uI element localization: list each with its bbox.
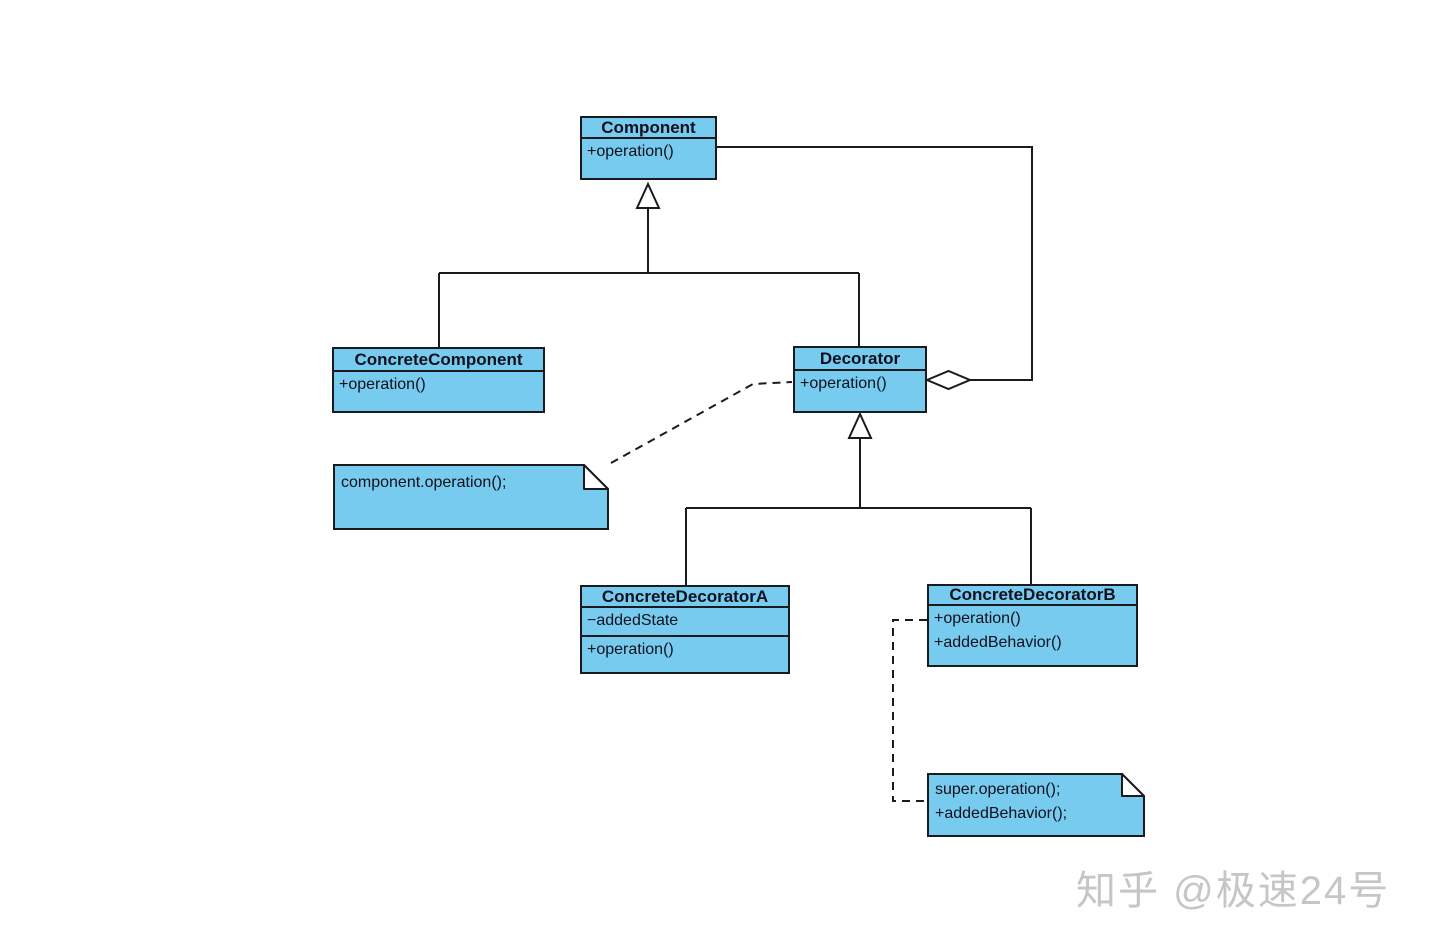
note-link-super-operation	[892, 619, 927, 802]
class-decorator-methods: +operation()	[795, 371, 925, 396]
class-concrete-decorator-a-attrs: −addedState	[582, 608, 788, 637]
note-link-component-operation	[610, 381, 793, 464]
class-decorator: Decorator +operation()	[793, 346, 927, 413]
inheritance-arrow-decorator	[847, 411, 873, 439]
class-component-methods: +operation()	[582, 139, 715, 164]
method-label: +operation()	[587, 143, 674, 160]
method-label: +operation()	[339, 376, 426, 393]
note-component-operation: component.operation();	[333, 464, 609, 530]
note-line: +addedBehavior();	[935, 805, 1068, 822]
inheritance-lines-to-decorator	[685, 438, 1032, 585]
note-body	[333, 464, 609, 530]
method-label: +addedBehavior()	[934, 634, 1062, 651]
attribute-label: −addedState	[587, 612, 679, 629]
inheritance-lines-to-component	[438, 208, 860, 347]
class-concrete-decorator-a-methods: +operation()	[582, 637, 788, 662]
method-label: +operation()	[800, 375, 887, 392]
method-label: +operation()	[587, 641, 674, 658]
class-component-name: Component	[582, 118, 715, 139]
class-decorator-name: Decorator	[795, 348, 925, 371]
aggregation-line	[717, 146, 1033, 381]
note-text: super.operation(); +addedBehavior();	[935, 778, 1119, 826]
class-concrete-decorator-a-name: ConcreteDecoratorA	[582, 587, 788, 608]
aggregation-diamond	[924, 369, 973, 391]
class-concrete-decorator-b-name: ConcreteDecoratorB	[929, 586, 1136, 606]
method-label: +operation()	[934, 610, 1021, 627]
class-component: Component +operation()	[580, 116, 717, 180]
class-concrete-component-name: ConcreteComponent	[334, 349, 543, 372]
note-shape	[333, 464, 609, 530]
note-line: super.operation();	[935, 781, 1061, 798]
watermark: 知乎 @极速24号	[1076, 869, 1391, 913]
note-line: component.operation();	[341, 474, 507, 491]
note-super-operation: super.operation(); +addedBehavior();	[927, 773, 1145, 837]
class-concrete-decorator-a: ConcreteDecoratorA −addedState +operatio…	[580, 585, 790, 674]
note-body	[927, 773, 1145, 837]
note-fold-corner	[1121, 773, 1145, 797]
inheritance-arrow-component	[635, 181, 661, 209]
note-shape	[927, 773, 1145, 837]
note-fold-corner	[583, 464, 609, 490]
class-concrete-decorator-b: ConcreteDecoratorB +operation() +addedBe…	[927, 584, 1138, 667]
class-concrete-component-methods: +operation()	[334, 372, 543, 397]
class-concrete-component: ConcreteComponent +operation()	[332, 347, 545, 413]
note-text: component.operation();	[341, 471, 583, 495]
class-concrete-decorator-b-methods: +operation() +addedBehavior()	[929, 606, 1136, 655]
